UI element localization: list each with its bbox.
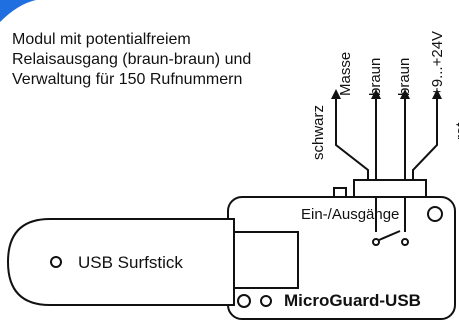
bottom-led-2 — [260, 295, 272, 307]
corner-accent — [0, 0, 36, 22]
status-led — [427, 206, 443, 222]
connector-block — [353, 179, 427, 198]
wire-plus — [412, 89, 442, 185]
wire-lines — [331, 89, 442, 185]
description-line-3: Verwaltung für 150 Rufnummern — [12, 71, 242, 88]
wire-masse — [331, 89, 369, 185]
wire-label-braun-2: braun — [396, 58, 413, 96]
description-line-1: Modul mit potentialfreiem — [12, 31, 191, 48]
relay-switch — [372, 198, 409, 246]
surfstick-led — [50, 256, 62, 268]
surfstick-label: USB Surfstick — [78, 253, 183, 272]
description-line-2: Relaisausgang (braun-braun) und — [12, 51, 251, 68]
wire-label-schwarz: schwarz — [310, 105, 327, 160]
wire-label-braun-1: braun — [367, 58, 384, 96]
device-name: MicroGuard-USB — [284, 291, 421, 310]
wire-label-rot: rot — [453, 122, 459, 140]
surfstick-body — [6, 218, 235, 306]
wire-label-plus: +9...+24V — [429, 31, 446, 96]
bottom-led-1 — [237, 294, 251, 308]
wire-label-masse: Masse — [337, 52, 354, 96]
connector-label: Ein-/Ausgänge — [301, 206, 399, 223]
